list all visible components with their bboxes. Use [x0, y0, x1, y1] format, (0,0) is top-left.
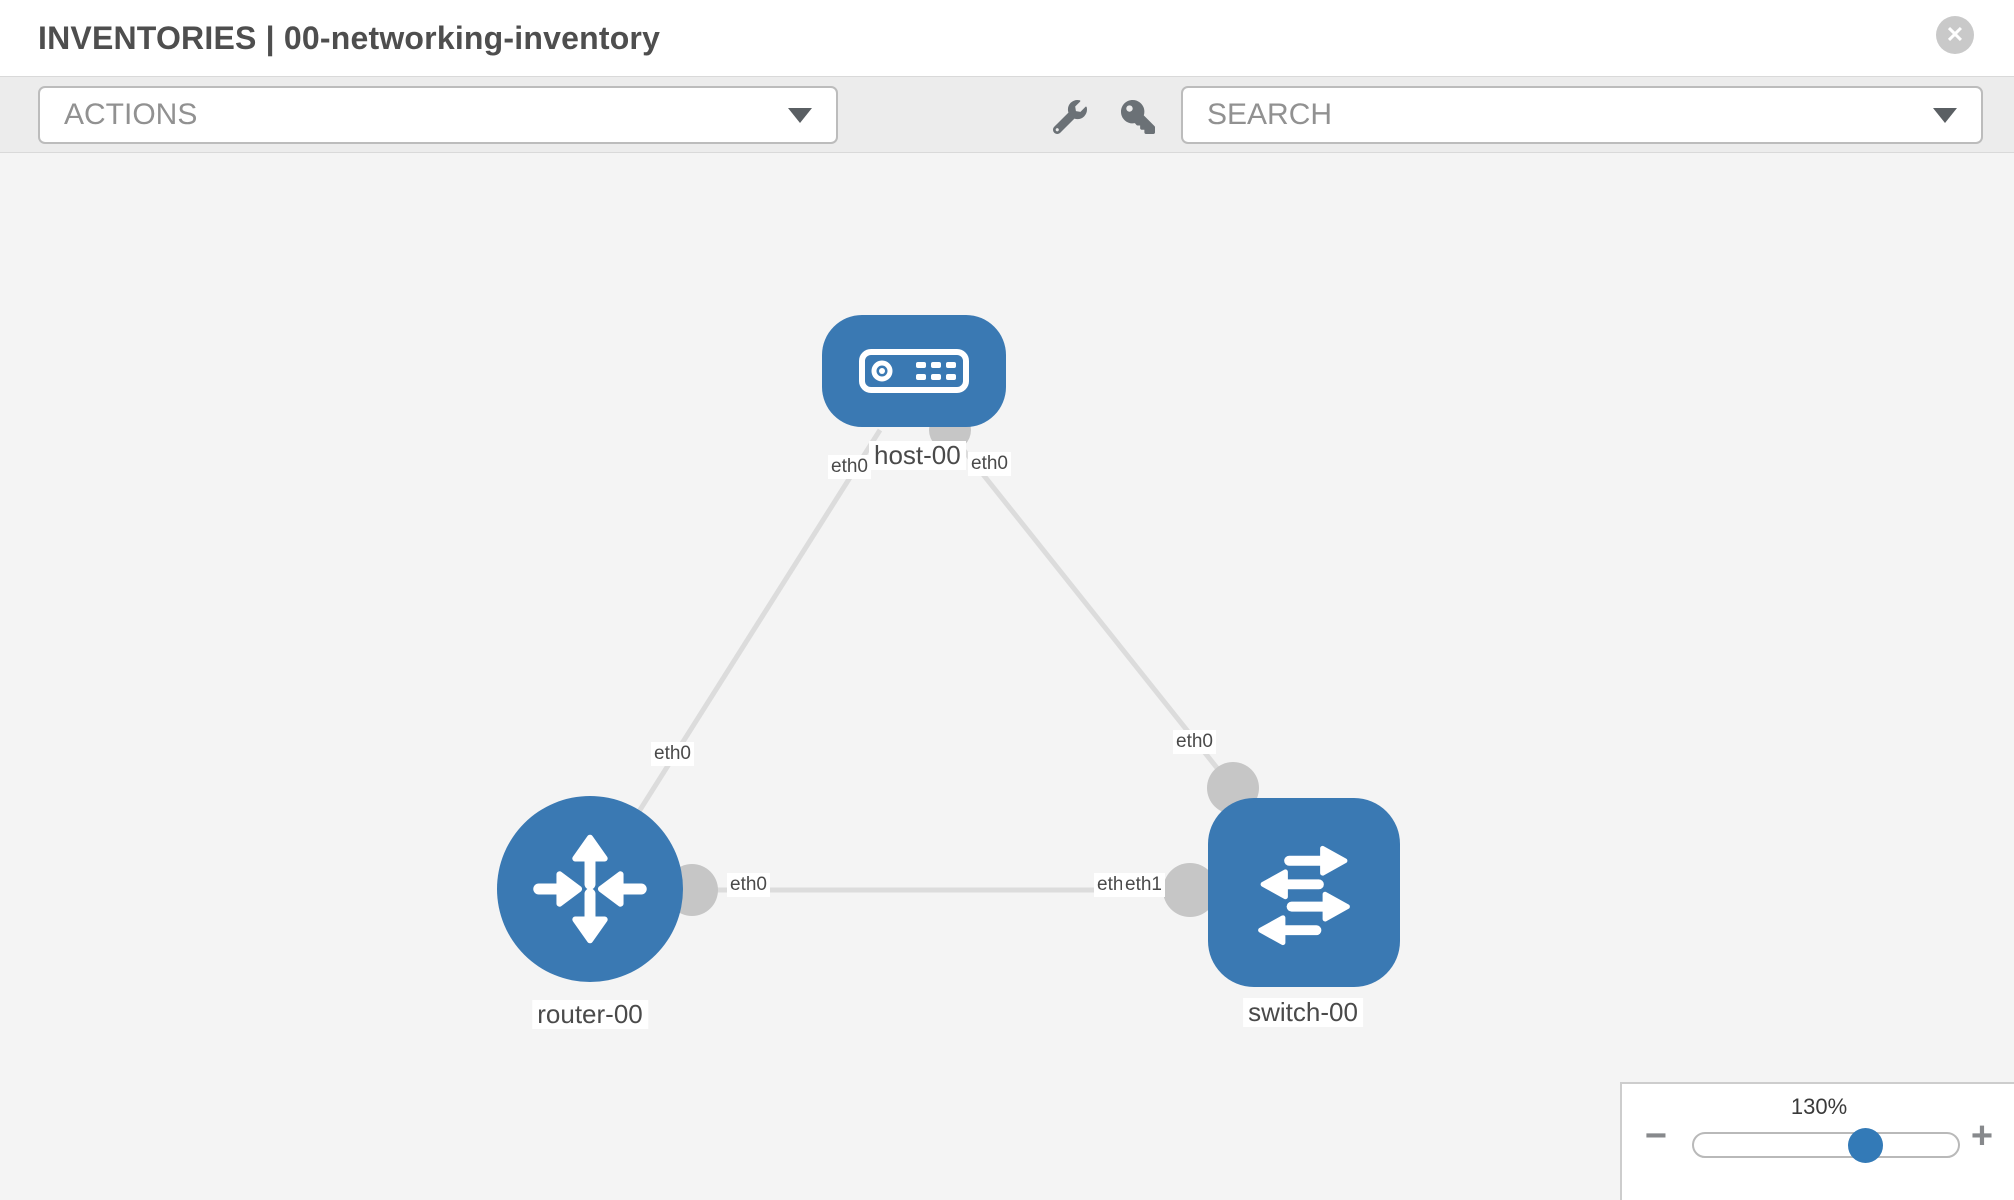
caret-down-icon	[1933, 107, 1957, 123]
node-label-switch-00: switch-00	[1243, 998, 1363, 1027]
close-button[interactable]: ✕	[1936, 16, 1974, 54]
credentials-button[interactable]	[1118, 97, 1158, 137]
links-layer	[587, 409, 1259, 917]
search-dropdown-label: SEARCH	[1207, 98, 1333, 131]
host-icon	[859, 349, 969, 393]
search-dropdown[interactable]: SEARCH	[1181, 86, 1983, 144]
page-title: INVENTORIES | 00-networking-inventory	[38, 19, 661, 56]
plus-icon: +	[1970, 1114, 1994, 1157]
caret-down-icon	[788, 107, 812, 123]
actions-dropdown[interactable]: ACTIONS	[38, 86, 838, 144]
zoom-out-button[interactable]: −	[1634, 1114, 1678, 1158]
interface-label: eth0	[968, 452, 1011, 476]
zoom-slider-track[interactable]	[1692, 1132, 1960, 1158]
router-icon	[533, 834, 647, 944]
wrench-icon	[1053, 100, 1087, 134]
interface-label: eth0	[1173, 730, 1216, 754]
port-switch-left	[1163, 863, 1217, 917]
switch-icon	[1258, 845, 1350, 945]
interface-label: eth0	[651, 742, 694, 766]
node-label-host-00: host-00	[869, 441, 966, 470]
configure-button[interactable]	[1050, 97, 1090, 137]
key-icon	[1121, 100, 1155, 134]
minus-icon: −	[1644, 1114, 1668, 1157]
interface-label: eth1	[1122, 873, 1165, 897]
close-icon: ✕	[1945, 22, 1965, 47]
node-label-router-00: router-00	[532, 1000, 648, 1029]
node-switch-00[interactable]	[1208, 798, 1400, 987]
zoom-in-button[interactable]: +	[1960, 1114, 2004, 1158]
interface-label: eth0	[727, 873, 770, 897]
zoom-slider-thumb[interactable]	[1848, 1128, 1883, 1163]
topology-canvas[interactable]: eth0 eth0 eth0 eth0 eth0 eth0 eth1 host-…	[0, 153, 2014, 1200]
toolbar: ACTIONS SEARCH	[0, 76, 2014, 153]
zoom-value: 130%	[1790, 1094, 1848, 1119]
link-host-switch	[948, 431, 1235, 790]
header: INVENTORIES | 00-networking-inventory ✕	[0, 0, 2014, 76]
interface-label: eth0	[828, 455, 871, 479]
actions-dropdown-label: ACTIONS	[64, 98, 198, 131]
zoom-panel: 130% − +	[1620, 1082, 2014, 1200]
node-router-00[interactable]	[497, 796, 683, 982]
node-host-00[interactable]	[822, 315, 1006, 427]
